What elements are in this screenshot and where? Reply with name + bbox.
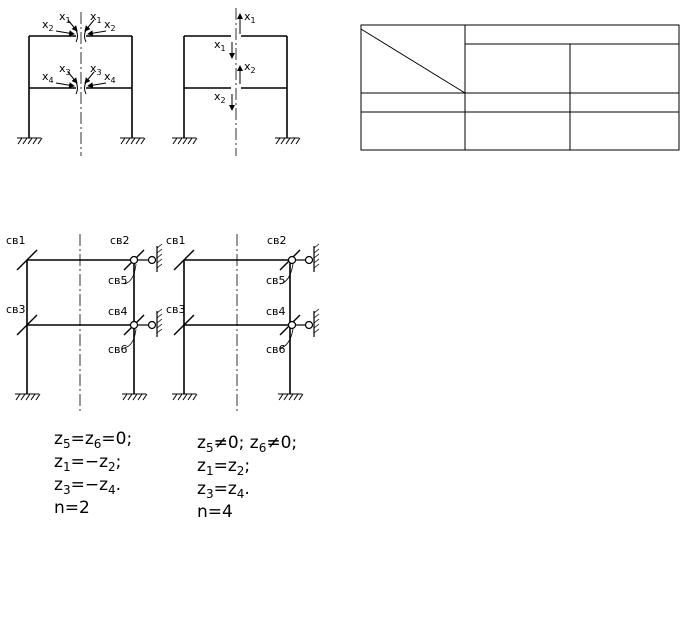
force-label: x1: [59, 10, 71, 25]
ground-support-icon: [15, 393, 148, 401]
force-label: x4: [104, 70, 116, 85]
joint-label: св1: [6, 234, 26, 247]
equation: z3=−z4.: [54, 475, 121, 497]
joint-label: св3: [6, 303, 26, 316]
joint-label: св2: [110, 234, 130, 247]
joint-label: св5: [108, 274, 128, 287]
force-label: x2: [104, 18, 116, 33]
equation: z5≠0; z6≠0;: [197, 433, 297, 455]
ground-support-icon: [172, 393, 304, 401]
equation: z1=−z2;: [54, 452, 121, 474]
force-label: x3: [90, 62, 102, 77]
roller-support-icon: [287, 243, 320, 337]
equation: z5=z6=0;: [54, 429, 132, 451]
joint-label: св6: [266, 343, 286, 356]
equation: n=4: [197, 502, 233, 522]
force-label: x1: [214, 38, 226, 53]
joint-label: св2: [267, 234, 287, 247]
frame-bottom-right: св1 св2 св5 св3 св4 св6 z5≠0; z6≠0;z1=z2;z3=z…: [166, 234, 320, 522]
equation: n=2: [54, 498, 90, 518]
force-label: x4: [42, 70, 54, 85]
ground-support-icon: [172, 137, 301, 145]
force-label: x2: [214, 90, 226, 105]
force-label: x2: [244, 60, 256, 75]
empty-table: [360, 24, 680, 151]
rigid-joint-icon: [16, 249, 145, 336]
joint-label: св6: [108, 343, 128, 356]
joint-label: св3: [166, 303, 186, 316]
equation: z3=z4.: [197, 479, 250, 501]
joint-label: св4: [266, 305, 286, 318]
frame-bottom-left: св1 св2 св5 св3 св4 св6 z5=z6=0;z1=−z2;z3=−z4…: [6, 234, 163, 518]
joint-label: св4: [108, 305, 128, 318]
force-label: x2: [42, 18, 54, 33]
equation: z1=z2;: [197, 456, 250, 478]
joint-label: св5: [266, 274, 286, 287]
ground-support-icon: [17, 137, 146, 145]
force-label: x3: [59, 62, 71, 77]
frame-top-right: x1 x1 x2 x2: [172, 8, 301, 156]
force-label: x1: [244, 10, 256, 25]
roller-support-icon: [129, 243, 163, 337]
force-label: x1: [90, 10, 102, 25]
joint-label: св1: [166, 234, 186, 247]
